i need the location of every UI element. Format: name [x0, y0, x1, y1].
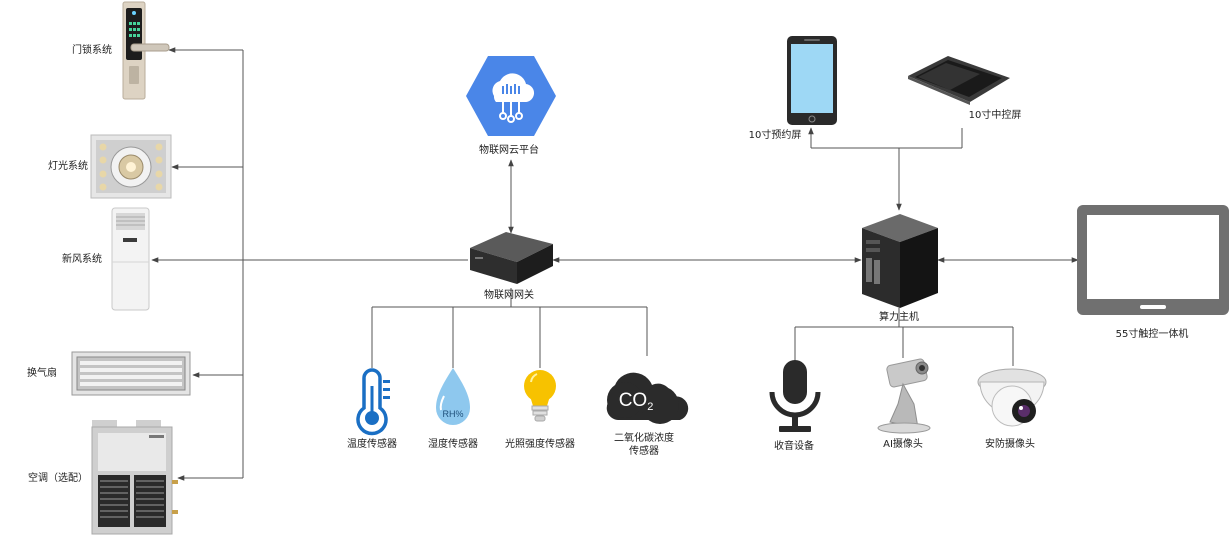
touch-panel-icon [1077, 205, 1229, 315]
air-conditioner-icon [91, 420, 178, 535]
label-light-sensor: 光照强度传感器 [505, 439, 575, 450]
humidity-sensor-icon [436, 368, 470, 425]
humidity-badge: RH% [442, 409, 463, 419]
phone-screen-icon [787, 36, 837, 125]
label-humidity-sensor: 湿度传感器 [428, 439, 478, 450]
label-security-camera: 安防摄像头 [985, 439, 1035, 450]
label-co2-sensor-line1: 二氧化碳浓度 [614, 433, 674, 444]
label-door-lock: 门锁系统 [72, 45, 112, 56]
label-co2-sensor-line2: 传感器 [629, 446, 659, 457]
door-lock-icon [122, 1, 170, 100]
co2-sensor-icon [606, 372, 689, 424]
label-ai-camera: AI摄像头 [883, 439, 923, 450]
lighting-panel-icon [90, 134, 172, 199]
compute-host-icon [862, 214, 938, 308]
co2-subscript: 2 [647, 401, 653, 413]
label-air-conditioner: 空调（选配） [28, 473, 88, 484]
connection-lines [151, 47, 1079, 481]
ai-camera-icon [877, 358, 931, 434]
light-sensor-icon [524, 370, 556, 422]
fresh-air-unit-icon [111, 207, 150, 311]
label-cloud-platform: 物联网云平台 [479, 145, 539, 156]
label-lighting: 灯光系统 [48, 161, 88, 172]
cloud-platform-icon [466, 56, 556, 136]
exhaust-fan-icon [71, 351, 191, 396]
label-iot-gateway: 物联网网关 [484, 290, 534, 301]
security-camera-icon [977, 368, 1047, 427]
temperature-sensor-icon [356, 368, 390, 436]
label-fresh-air: 新风系统 [62, 254, 102, 265]
label-phone: 10寸预约屏 [748, 130, 802, 141]
label-tablet: 10寸中控屏 [968, 110, 1022, 121]
label-compute-host: 算力主机 [879, 312, 919, 323]
co2-badge: CO2 [619, 390, 654, 413]
label-temperature-sensor: 温度传感器 [347, 439, 397, 450]
tablet-screen-icon [908, 56, 1010, 105]
label-touch-panel: 55寸触控一体机 [1115, 329, 1189, 340]
label-microphone: 收音设备 [774, 441, 814, 452]
microphone-icon [769, 360, 821, 432]
iot-gateway-icon [470, 232, 553, 284]
label-exhaust-fan: 换气扇 [27, 368, 57, 379]
